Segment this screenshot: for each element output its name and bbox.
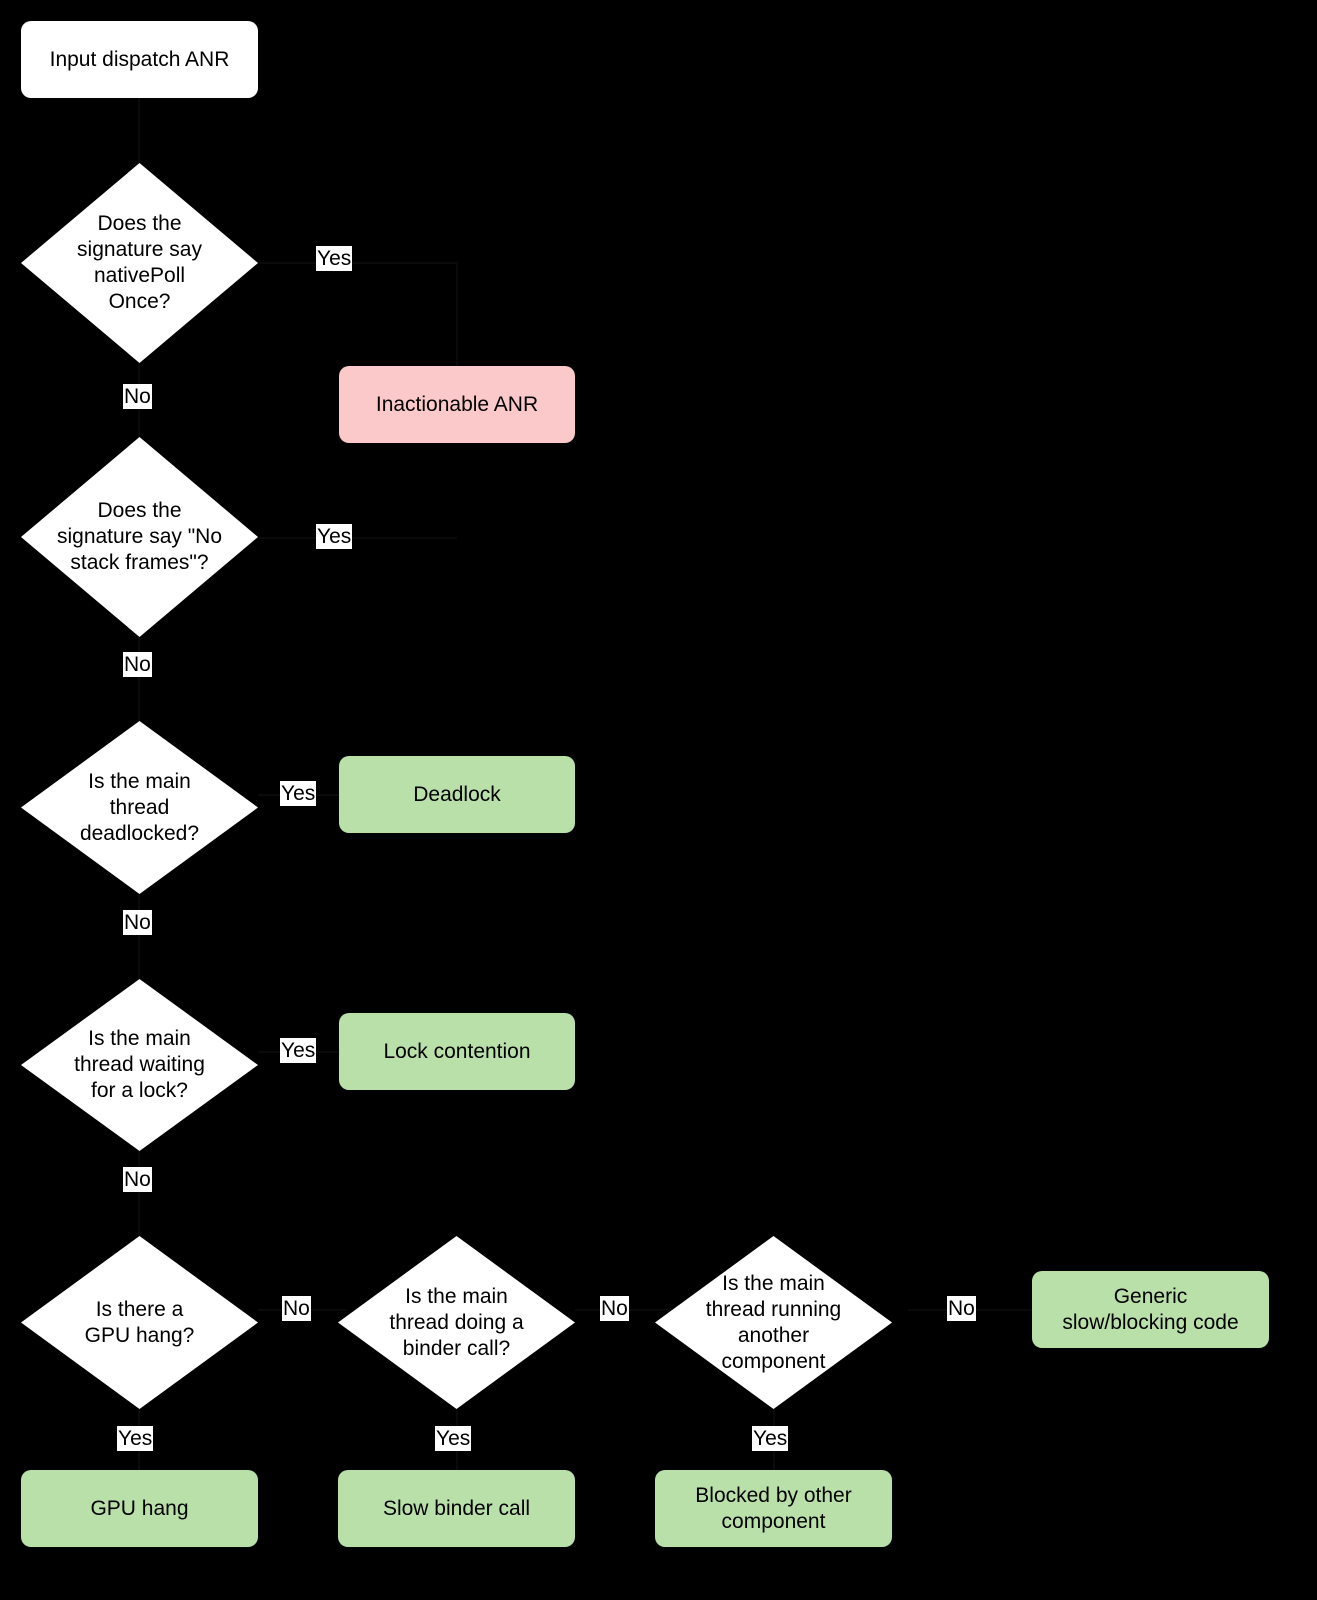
edge-label-binder-no: No [600,1296,629,1321]
node-generic-slow-blocking-code[interactable]: Generic slow/blocking code [1032,1271,1269,1348]
edge-label-nativepoll-no: No [123,384,152,409]
decision-binder-call[interactable]: Is the main thread doing a binder call? [338,1236,575,1409]
edge-label-lock-yes: Yes [280,1038,317,1063]
node-lock-contention[interactable]: Lock contention [339,1013,575,1090]
decision-main-thread-deadlocked[interactable]: Is the main thread deadlocked? [21,721,258,894]
edge-nativepoll-yes-drop [456,262,458,366]
node-inactionable-anr[interactable]: Inactionable ANR [339,366,575,443]
node-input-dispatch-anr[interactable]: Input dispatch ANR [21,21,258,98]
edge-lock-no [138,1151,140,1236]
decision-running-another-component[interactable]: Is the main thread running another compo… [655,1236,892,1409]
node-blocked-by-other-component[interactable]: Blocked by other component [655,1470,892,1547]
decision-gpu-hang[interactable]: Is there a GPU hang? [21,1236,258,1409]
edge-label-binder-yes: Yes [435,1426,472,1451]
edge-label-nostack-no: No [123,652,152,677]
edge-nostack-yes [258,537,457,539]
edge-start-to-nativepoll [138,98,140,163]
edge-component-no [908,1309,1053,1311]
edge-label-gpu-no: No [282,1296,311,1321]
diamond-shape [21,437,258,637]
diamond-shape [21,1236,258,1409]
edge-component-yes [773,1409,775,1498]
edge-gpu-yes [138,1409,140,1498]
diamond-shape [21,979,258,1151]
edge-label-deadlock-no: No [123,910,152,935]
edge-nativepoll-yes-to-inactionable [258,262,457,264]
edge-label-component-yes: Yes [752,1426,789,1451]
edge-label-nostack-yes: Yes [316,524,353,549]
edge-deadlock-no [138,894,140,979]
edge-label-nativepoll-yes: Yes [316,246,353,271]
diamond-shape [21,163,258,363]
edge-label-lock-no: No [123,1167,152,1192]
decision-main-thread-waiting-lock[interactable]: Is the main thread waiting for a lock? [21,979,258,1151]
diamond-shape [655,1236,892,1409]
node-deadlock[interactable]: Deadlock [339,756,575,833]
edge-label-gpu-yes: Yes [117,1426,154,1451]
decision-nativepollonce[interactable]: Does the signature say nativePoll Once? [21,163,258,363]
diamond-shape [21,721,258,894]
edge-nativepoll-no [138,363,140,463]
edge-label-deadlock-yes: Yes [280,781,317,806]
node-gpu-hang[interactable]: GPU hang [21,1470,258,1547]
diamond-shape [338,1236,575,1409]
decision-no-stack-frames[interactable]: Does the signature say "No stack frames"… [21,437,258,637]
edge-binder-yes [456,1409,458,1498]
node-slow-binder-call[interactable]: Slow binder call [338,1470,575,1547]
edge-nostack-no [138,637,140,721]
edge-label-component-no: No [947,1296,976,1321]
